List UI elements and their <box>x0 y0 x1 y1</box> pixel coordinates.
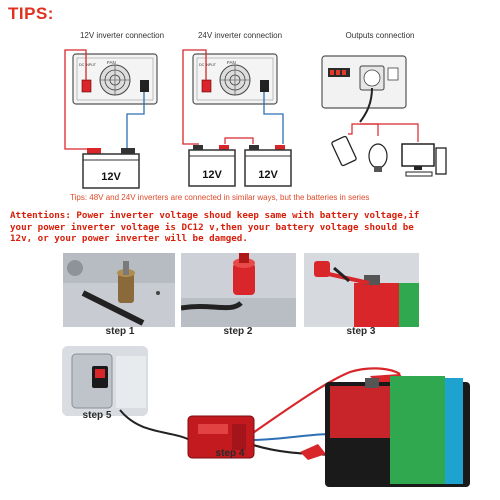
attention-line-1: Attentions: Power inverter voltage shoud… <box>10 210 420 221</box>
diagram-outputs-connection <box>321 55 447 177</box>
label-12v-connection: 12V inverter connection <box>79 31 165 40</box>
battery-12v-b-label: 12V <box>258 169 278 181</box>
positive-wire <box>182 49 207 145</box>
battery-12v-a <box>188 145 236 187</box>
tips-title: TIPS: <box>8 4 54 23</box>
tip-note: Tips: 48V and 24V inverters are connecte… <box>70 193 370 202</box>
inverter-front-panel <box>321 55 407 109</box>
negative-terminal <box>140 80 149 92</box>
computer-wire <box>360 123 419 142</box>
attention-line-3: 12v, or your power inverter will be damg… <box>10 233 248 245</box>
step-3-photo <box>304 253 419 327</box>
step-4-label: step 4 <box>215 448 245 459</box>
fan-label: FAN <box>107 60 116 65</box>
positive-terminal <box>81 79 92 93</box>
phone-wire <box>348 123 360 135</box>
inverter-unit <box>192 53 278 105</box>
step-2-photo <box>181 253 296 327</box>
attention-line-2: your power inverter voltage is DC12 v,th… <box>10 221 414 233</box>
phone-icon <box>331 135 357 167</box>
step-1-label: step 1 <box>105 326 135 337</box>
battery-12v-a-label: 12V <box>202 169 222 181</box>
positive-wire <box>64 49 95 150</box>
negative-wire <box>263 92 284 144</box>
diagram-12v-connection: FAN DC INPUT 12V <box>64 49 158 189</box>
fan-label: FAN <box>227 60 236 65</box>
battery-12v <box>82 148 140 189</box>
assembly-diagram <box>119 367 470 487</box>
inverter-unit <box>72 53 158 105</box>
label-outputs-connection: Outputs connection <box>345 31 415 40</box>
power-cable <box>359 87 373 123</box>
diagram-24v-connection: FAN DC INPUT 12V 12V <box>182 49 292 187</box>
step-3-label: step 3 <box>346 326 376 337</box>
attention-text: Attentions: Power inverter voltage shoud… <box>10 210 492 245</box>
dc-input-label: DC INPUT <box>79 63 97 67</box>
black-clamp <box>300 444 326 460</box>
bulb-icon <box>368 143 388 172</box>
step-5-label: step 5 <box>82 410 112 421</box>
input-cable <box>119 409 191 441</box>
label-24v-connection: 24V inverter connection <box>197 31 283 40</box>
positive-terminal <box>201 79 212 93</box>
step-1-photo <box>63 253 175 327</box>
battery-12v-b <box>244 145 292 187</box>
dc-input-label: DC INPUT <box>199 63 217 67</box>
step-2-label: step 2 <box>223 326 253 337</box>
battery-12v-label: 12V <box>101 171 121 183</box>
negative-wire <box>126 92 145 149</box>
car-battery <box>325 376 470 487</box>
bulb-wire <box>360 123 379 136</box>
inverter-switch-photo <box>62 346 148 416</box>
negative-terminal <box>260 80 269 92</box>
computer-icon <box>401 143 447 177</box>
positive-cable <box>249 367 401 436</box>
series-link-wire <box>224 137 254 144</box>
inverter-body <box>187 415 255 459</box>
